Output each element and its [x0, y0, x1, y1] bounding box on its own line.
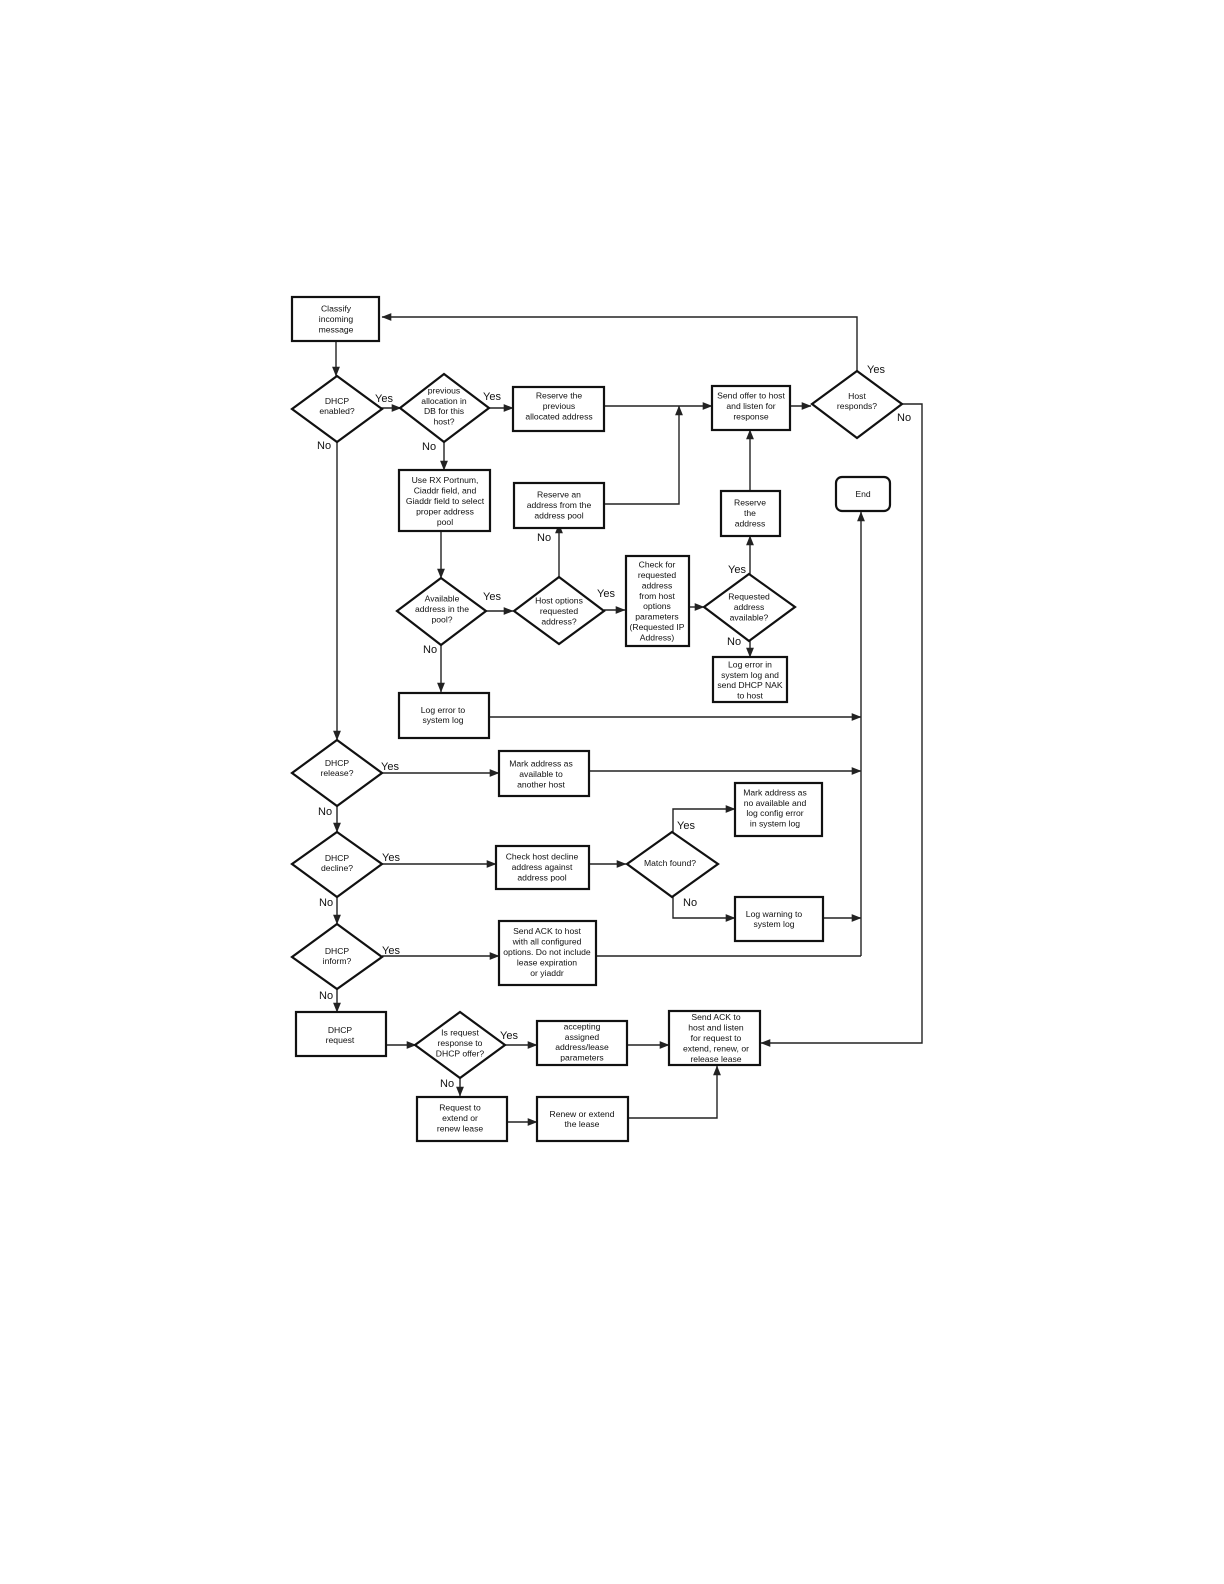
node-end: End [834, 475, 892, 513]
edge-match-no [672, 896, 736, 922]
label-release-yes: Yes [381, 761, 399, 773]
label-hostoptions-yes: Yes [597, 588, 615, 600]
edge-hostresponds-no [760, 403, 923, 1047]
label-available-yes: Yes [483, 591, 501, 603]
edge-labels: Yes No Yes No Yes No No Yes Yes Yes No N… [317, 364, 911, 1090]
label-prevalloc-no: No [422, 441, 436, 453]
label-enabled-no: No [317, 440, 331, 452]
edge-reservepool-to-offer [604, 405, 683, 505]
label-hostresponds-yes: Yes [867, 364, 885, 376]
connectors [332, 313, 923, 1126]
node-label: End [855, 489, 871, 499]
label-inform-no: No [319, 990, 333, 1002]
edge-match-yes [672, 805, 736, 832]
edge-renew-to-sendack [628, 1065, 721, 1119]
label-enabled-yes: Yes [375, 393, 393, 405]
node-label: Match found? [644, 858, 696, 868]
label-available-no: No [423, 644, 437, 656]
label-hostresponds-no: No [897, 412, 911, 424]
label-match-yes: Yes [677, 820, 695, 832]
label-decline-yes: Yes [382, 852, 400, 864]
label-release-no: No [318, 806, 332, 818]
node-match-found-decision: Match found? [625, 830, 720, 899]
label-hostoptions-no: No [537, 532, 551, 544]
label-reqavail-no: No [727, 636, 741, 648]
label-isrequest-no: No [440, 1078, 454, 1090]
label-isrequest-yes: Yes [500, 1030, 518, 1042]
label-match-no: No [683, 897, 697, 909]
edge-hostresponds-yes-loop [381, 313, 858, 372]
label-prevalloc-yes: Yes [483, 391, 501, 403]
label-reqavail-yes: Yes [728, 564, 746, 576]
label-inform-yes: Yes [382, 945, 400, 957]
label-decline-no: No [319, 897, 333, 909]
